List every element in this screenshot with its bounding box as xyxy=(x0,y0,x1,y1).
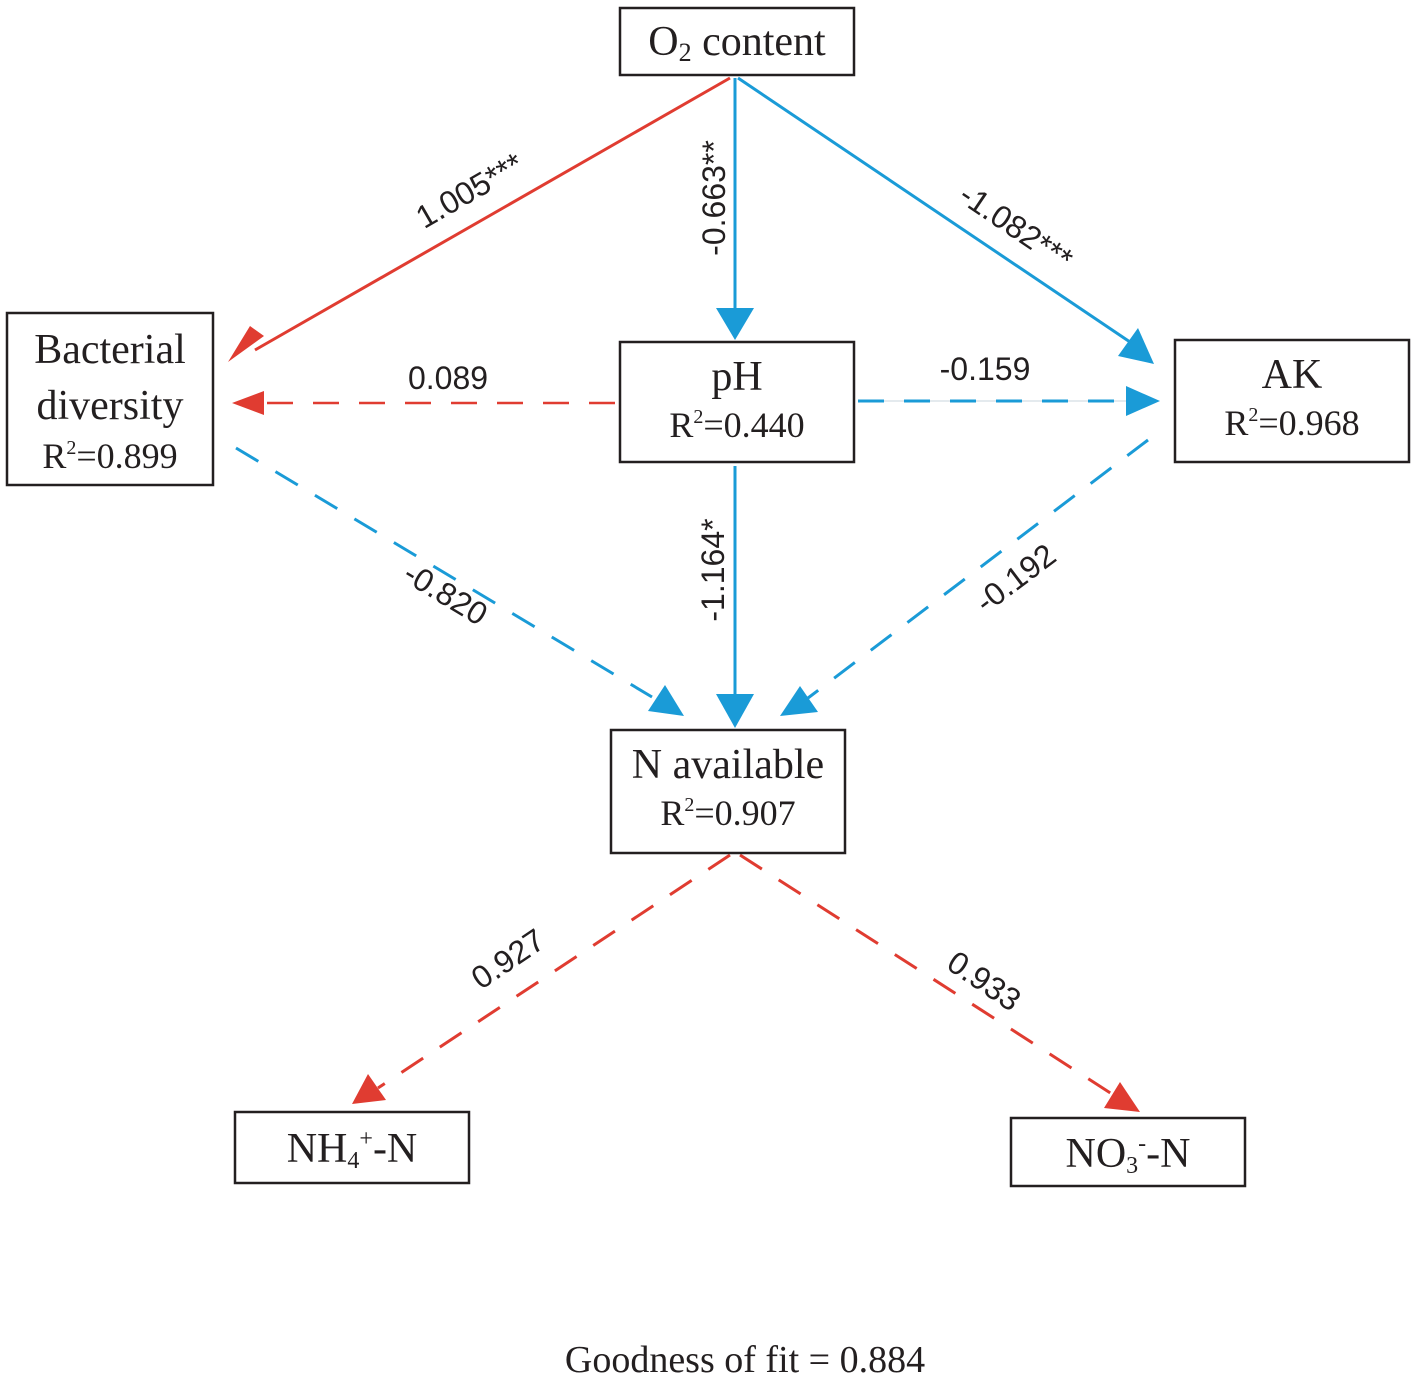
node-nh4-n: NH4+-N xyxy=(233,1110,471,1185)
arrowhead xyxy=(352,1074,386,1104)
edge-o2-ak xyxy=(737,76,1154,364)
edge-label-ph-bacterial: 0.089 xyxy=(408,360,488,396)
arrowhead xyxy=(232,391,264,415)
edge-ak-navail xyxy=(780,438,1149,716)
node-ph-r2: R2=0.440 xyxy=(669,405,804,445)
edge-labels: 1.005*** -0.663** -1.082*** 0.089 -0.159… xyxy=(398,140,1080,1018)
arrowhead xyxy=(648,685,684,716)
edge-label-ph-navail: -1.164* xyxy=(695,518,731,621)
node-o2-label: O2 content xyxy=(648,19,826,67)
node-ph-label: pH xyxy=(711,354,762,400)
node-no3-n: NO3--N xyxy=(1009,1116,1247,1188)
edge-ph-navail xyxy=(716,466,754,728)
node-navail-label: N available xyxy=(632,742,824,788)
arrowhead xyxy=(1126,386,1160,416)
node-navail-r2: R2=0.907 xyxy=(660,793,795,833)
edge-label-ak-navail: -0.192 xyxy=(968,537,1062,620)
edge-label-navail-no3: 0.933 xyxy=(941,944,1028,1019)
arrowhead xyxy=(1118,328,1154,364)
arrowhead xyxy=(716,308,754,340)
edge-ph-bacterial xyxy=(232,391,615,415)
node-ak: AK R2=0.968 xyxy=(1173,338,1411,464)
node-bacterial-line2: diversity xyxy=(37,383,184,429)
node-o2-content: O2 content xyxy=(618,6,856,77)
edge-label-o2-bacterial: 1.005*** xyxy=(410,146,530,236)
node-ak-r2: R2=0.968 xyxy=(1224,403,1359,443)
node-no3-label: NO3--N xyxy=(1066,1131,1191,1179)
edge-navail-nh4 xyxy=(352,853,731,1104)
node-n-available: N available R2=0.907 xyxy=(609,728,847,855)
edge-bacterial-navail xyxy=(235,446,684,716)
node-nh4-label: NH4+-N xyxy=(287,1126,418,1174)
edge-ph-ak xyxy=(858,386,1160,416)
node-ak-label: AK xyxy=(1262,352,1323,398)
edge-label-o2-ph: -0.663** xyxy=(696,140,732,256)
edge-o2-bacterial xyxy=(228,76,731,362)
arrowhead xyxy=(716,694,754,728)
node-ph: pH R2=0.440 xyxy=(618,340,856,464)
node-bacterial-r2: R2=0.899 xyxy=(42,436,177,476)
arrowhead xyxy=(1104,1082,1140,1112)
edge-label-ph-ak: -0.159 xyxy=(940,351,1031,387)
node-bacterial-diversity: Bacterial diversity R2=0.899 xyxy=(5,311,215,487)
edge-label-o2-ak: -1.082*** xyxy=(953,176,1079,277)
edge-label-navail-nh4: 0.927 xyxy=(465,922,552,997)
edges xyxy=(228,76,1160,1112)
edge-label-bacterial-navail: -0.820 xyxy=(398,555,494,633)
arrowhead xyxy=(780,686,818,716)
goodness-of-fit: Goodness of fit = 0.884 xyxy=(565,1339,925,1381)
edge-o2-ph xyxy=(716,78,754,340)
arrowhead xyxy=(228,326,264,362)
edge-navail-no3 xyxy=(739,853,1140,1112)
nodes: O2 content Bacterial diversity R2=0.899 … xyxy=(5,6,1411,1188)
node-bacterial-line1: Bacterial xyxy=(34,327,186,373)
